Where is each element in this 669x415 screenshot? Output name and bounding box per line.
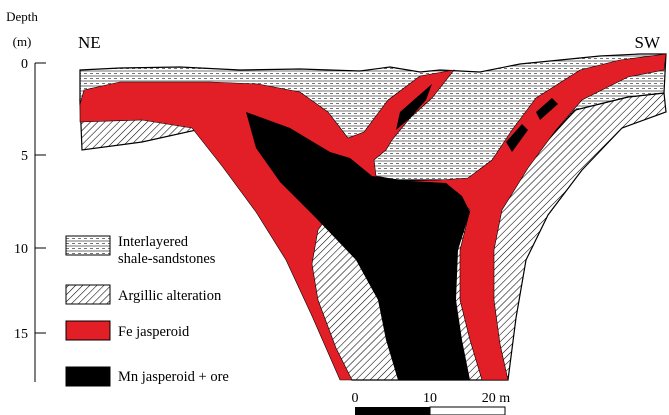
axis-title-line1: Depth <box>6 9 38 24</box>
direction-sw-label: SW <box>635 33 661 52</box>
legend-label-shale-line2: shale-sandstones <box>118 251 216 267</box>
legend-label-argillic: Argillic alteration <box>118 288 222 304</box>
scale-label: 0 <box>352 391 359 406</box>
axis-tick-label: 15 <box>14 327 28 342</box>
legend-label-shale-line1: Interlayered <box>118 234 189 250</box>
legend-label-mn: Mn jasperoid + ore <box>118 369 229 385</box>
direction-ne-label: NE <box>78 33 101 52</box>
axis-tick-label: 0 <box>21 57 28 72</box>
axis-tick-label: 5 <box>21 149 28 164</box>
legend-swatch-fe <box>66 321 110 340</box>
scale-label: 10 <box>423 391 437 406</box>
scale-segment-dark <box>355 407 430 415</box>
legend-label-fe: Fe jasperoid <box>118 324 190 340</box>
legend: Interlayered shale-sandstones Argillic a… <box>66 234 229 386</box>
legend-swatch-shale <box>66 236 110 255</box>
legend-swatch-mn <box>66 367 110 386</box>
scale-segment-light <box>430 407 505 415</box>
axis-title-line2: (m) <box>13 34 32 49</box>
legend-swatch-argillic <box>66 285 110 304</box>
axis-tick-label: 10 <box>14 242 28 257</box>
scale-bar: 0 10 20 m <box>352 391 511 415</box>
depth-axis: Depth (m) 0 5 10 15 <box>6 9 46 382</box>
scale-label: 20 m <box>482 391 511 406</box>
